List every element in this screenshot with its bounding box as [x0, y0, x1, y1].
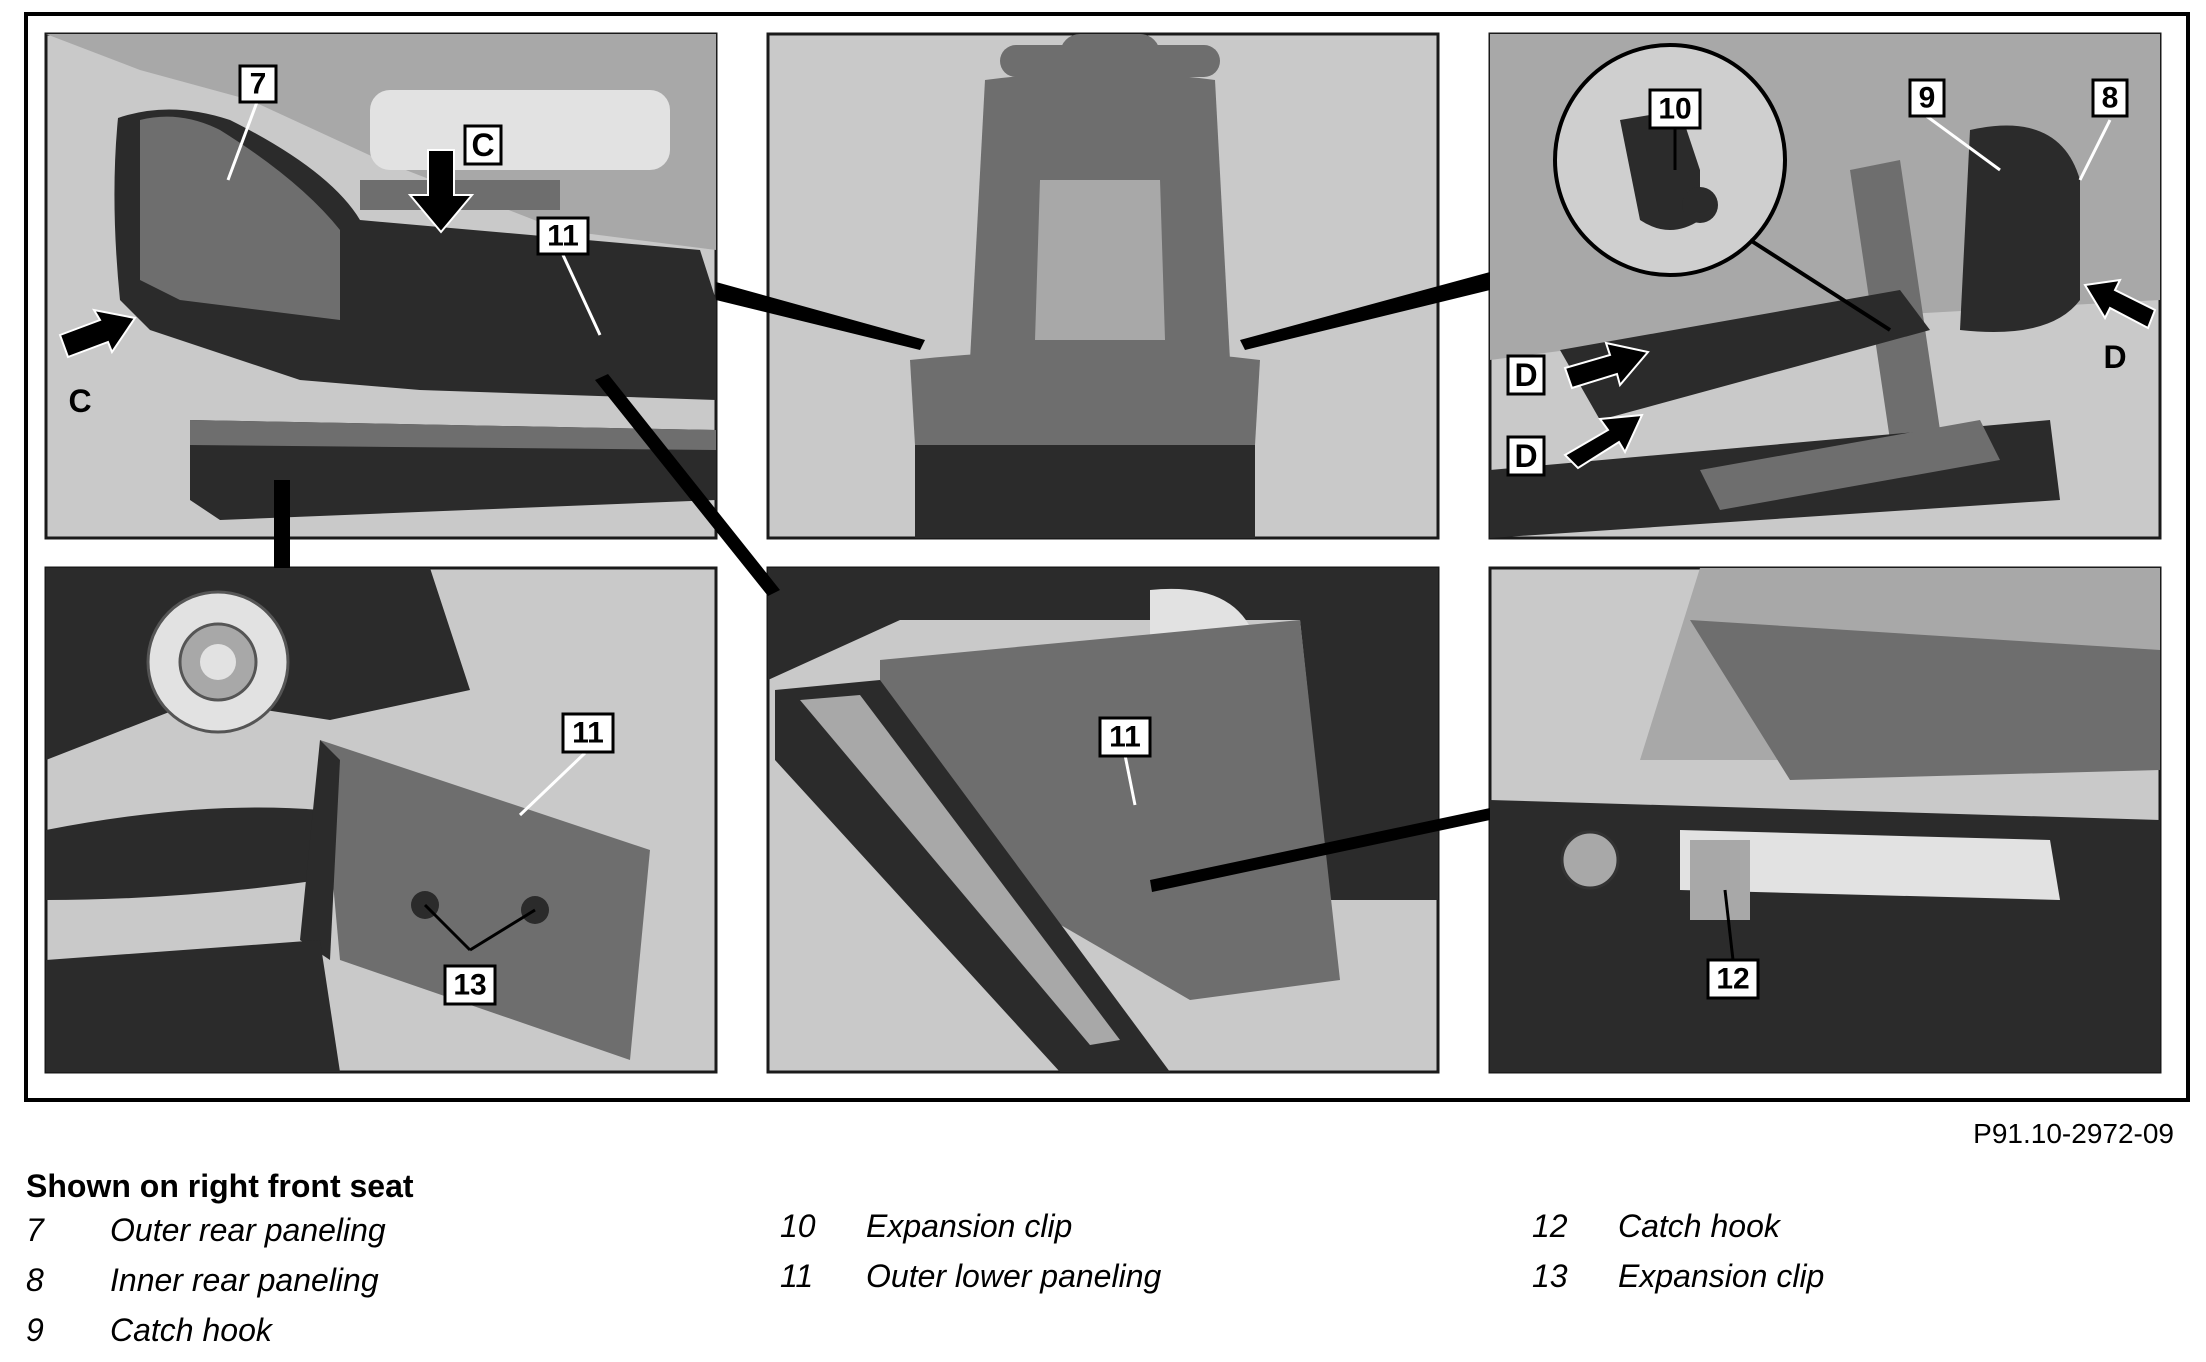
connector-top-to-bottom-left — [274, 480, 290, 568]
caption-title: Shown on right front seat — [26, 1168, 414, 1204]
connector-top-to-bottom-center — [595, 374, 780, 596]
svg-text:11: 11 — [547, 220, 579, 253]
legend-number: 10 — [780, 1208, 816, 1244]
figure-reference: P91.10-2972-09 — [1973, 1118, 2174, 1149]
svg-text:7: 7 — [250, 68, 267, 101]
connector-center-to-right — [1240, 272, 1490, 350]
svg-text:8: 8 — [2102, 82, 2119, 115]
svg-text:10: 10 — [1658, 93, 1691, 126]
callout-13: 13 — [443, 964, 497, 1006]
legend-text: Inner rear paneling — [110, 1262, 379, 1298]
callout-11-bottom-left: 11 — [561, 712, 615, 754]
legend-text: Outer rear paneling — [110, 1212, 386, 1248]
legend-number: 12 — [1532, 1208, 1568, 1244]
callout-8: 8 — [2091, 78, 2129, 118]
svg-text:11: 11 — [1109, 721, 1141, 754]
svg-text:D: D — [1514, 438, 1537, 474]
magnifier-leader — [1748, 238, 1892, 332]
svg-text:C: C — [471, 127, 494, 163]
legend-text: Outer lower paneling — [866, 1258, 1162, 1294]
arrow-d-left — [2083, 278, 2157, 330]
callout-9: 9 — [1908, 78, 1946, 118]
callout-7: 7 — [238, 64, 278, 104]
panel-lower-rail-clips — [44, 566, 718, 1074]
panel-outer-lower-paneling — [766, 566, 1440, 1074]
panel-seat-overview — [766, 32, 1440, 540]
svg-text:11: 11 — [572, 717, 604, 750]
legend-number: 9 — [26, 1312, 44, 1348]
legend-text: Expansion clip — [866, 1208, 1073, 1244]
arrow-d-lower — [1563, 413, 1644, 470]
callout-12: 12 — [1706, 958, 1760, 1000]
legend-number: 7 — [26, 1212, 44, 1248]
connector-bottom-center-to-right — [1150, 808, 1490, 892]
view-letter-c-left: C — [63, 382, 97, 420]
view-letter-d-lower: D — [1506, 435, 1546, 477]
arrow-c-right — [58, 308, 137, 359]
arrow-c-down — [407, 149, 475, 234]
view-letter-d-upper: D — [1506, 354, 1546, 396]
svg-text:C: C — [68, 383, 91, 419]
callout-10: 10 — [1648, 88, 1702, 130]
svg-text:D: D — [1514, 357, 1537, 393]
arrow-d-upper — [1563, 341, 1650, 390]
svg-text:9: 9 — [1919, 82, 1936, 115]
svg-text:12: 12 — [1716, 963, 1749, 996]
legend-number: 8 — [26, 1262, 44, 1298]
view-letter-c-top: C — [463, 124, 503, 166]
svg-text:13: 13 — [453, 969, 486, 1002]
view-letter-d-right: D — [2098, 338, 2132, 376]
callout-11-bottom-center: 11 — [1098, 716, 1152, 758]
figure-frame — [24, 12, 2190, 1102]
connector-left-to-center — [716, 282, 925, 350]
legend-text: Catch hook — [1618, 1208, 1780, 1244]
panel-rear-outer-paneling — [44, 32, 718, 540]
legend-number: 13 — [1532, 1258, 1568, 1294]
legend-number: 11 — [780, 1258, 814, 1294]
callout-11-top-left: 11 — [536, 216, 590, 256]
legend-text: Expansion clip — [1618, 1258, 1825, 1294]
panel-catch-hook — [1488, 566, 2162, 1074]
legend-text: Catch hook — [110, 1312, 272, 1348]
svg-text:D: D — [2103, 339, 2126, 375]
